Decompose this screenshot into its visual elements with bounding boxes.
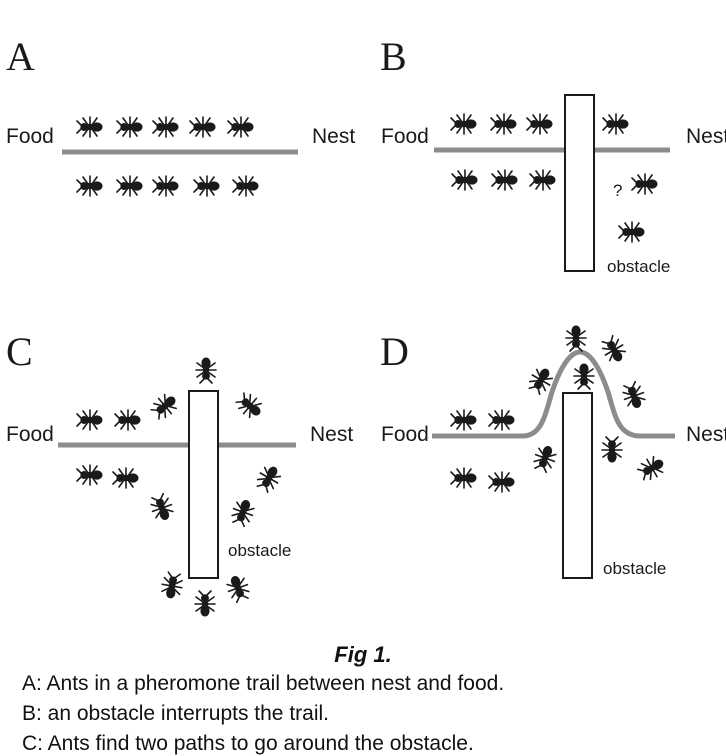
panel-c: C Food Nest obstacle [6, 329, 353, 618]
caption-c: C: Ants find two paths to go around the … [22, 732, 474, 755]
panel-b-letter: B [380, 34, 407, 79]
caption-a: A: Ants in a pheromone trail between nes… [22, 672, 505, 695]
panel-c-letter: C [6, 329, 33, 374]
obstacle-label: obstacle [607, 257, 670, 276]
ant-group-b [450, 113, 659, 243]
caption-b: B: an obstacle interrupts the trail. [22, 702, 329, 725]
obstacle-block [562, 392, 593, 579]
pheromone-trail-curved [432, 349, 675, 439]
figure-title: Fig 1. [334, 642, 392, 667]
nest-label: Nest [312, 125, 355, 148]
food-label: Food [6, 125, 54, 148]
obstacle-block [188, 390, 219, 579]
food-label: Food [6, 423, 54, 446]
panel-b: B Food Nest ? obstacle [380, 34, 726, 276]
obstacle-label: obstacle [228, 541, 291, 560]
panel-a: A Food Nest [6, 34, 355, 197]
panel-d-letter: D [380, 329, 409, 374]
food-label: Food [381, 125, 429, 148]
ant-group-a [76, 116, 260, 197]
panel-a-letter: A [6, 34, 35, 79]
obstacle-label: obstacle [603, 559, 666, 578]
nest-label: Nest [310, 423, 353, 446]
ant-group-c [76, 356, 285, 618]
obstacle-block [564, 94, 595, 272]
food-label: Food [381, 423, 429, 446]
nest-label: Nest [686, 125, 726, 148]
panel-d: D Food Nest obstacle [380, 324, 726, 579]
nest-label: Nest [686, 423, 726, 446]
ant-group-d [450, 324, 669, 493]
question-mark: ? [613, 181, 622, 200]
